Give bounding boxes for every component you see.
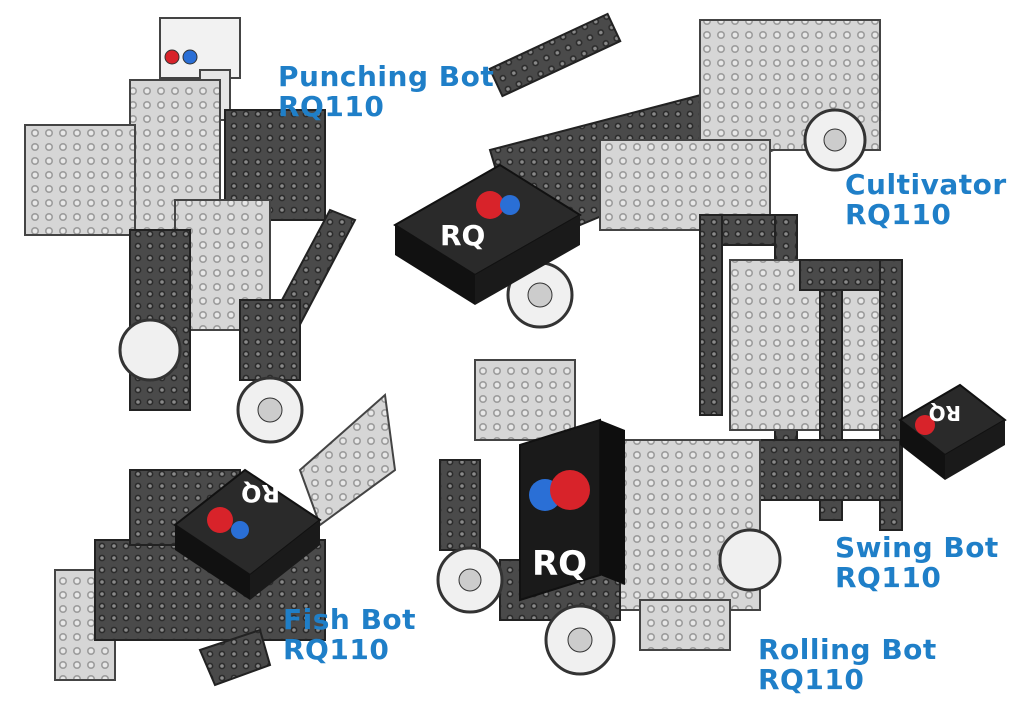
fish-bot-rq-logo: RQ: [241, 479, 280, 507]
swing-bot-name: Swing Bot: [835, 531, 999, 564]
rolling-bot-name: Rolling Bot: [758, 633, 937, 666]
fish-bot-label: Fish Bot RQ110: [283, 605, 416, 665]
rolling-bot-label: Rolling Bot RQ110: [758, 635, 937, 695]
fish-bot-name: Fish Bot: [283, 603, 417, 636]
cultivator-rq-logo: RQ: [440, 219, 485, 252]
swing-bot-rq-logo: RQ: [929, 401, 961, 425]
cultivator-model: RQ110: [845, 198, 952, 231]
cultivator-controller-box: RQ: [393, 163, 582, 305]
rolling-bot-model: RQ110: [758, 663, 865, 696]
fish-bot-model: RQ110: [283, 633, 390, 666]
fish-bot-controller-box: RQ: [173, 468, 322, 600]
cultivator-name: Cultivator: [845, 168, 1007, 201]
swing-bot-label: Swing Bot RQ110: [835, 533, 999, 593]
cultivator-label: Cultivator RQ110: [845, 170, 1007, 230]
rolling-bot-robot: RQ: [436, 359, 782, 676]
punching-bot-model: RQ110: [278, 90, 385, 123]
swing-bot-robot: RQ: [699, 214, 1007, 531]
rolling-bot-rq-logo: RQ: [532, 544, 587, 584]
rolling-bot-controller-box: RQ: [519, 418, 625, 602]
cultivator-robot: RQ: [393, 12, 882, 329]
punching-bot-name: Punching Bot: [278, 60, 495, 93]
swing-bot-model: RQ110: [835, 561, 942, 594]
punching-bot-label: Punching Bot RQ110: [278, 62, 494, 122]
fish-bot-robot: RQ: [54, 393, 397, 687]
punching-bot-robot: [24, 17, 357, 444]
swing-bot-controller-box: RQ: [898, 383, 1007, 480]
